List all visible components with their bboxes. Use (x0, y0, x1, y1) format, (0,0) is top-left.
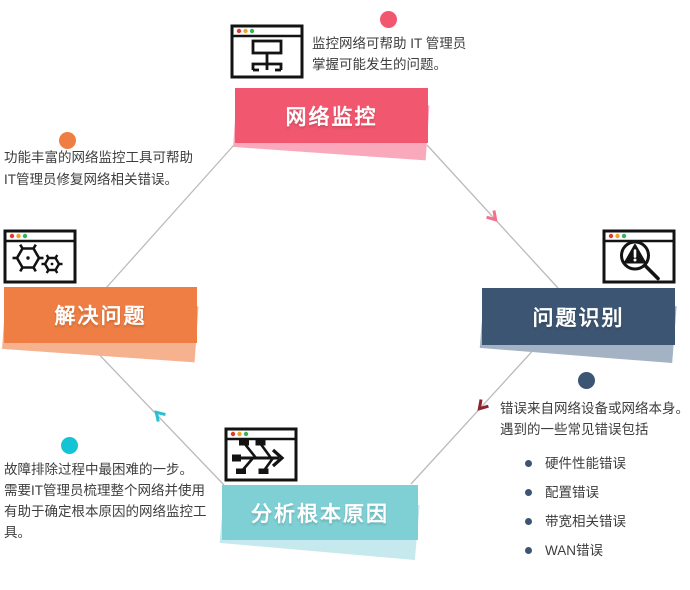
bullet-dot-icon (525, 518, 532, 525)
identification-description: 错误来自网络设备或网络本身。 遇到的一些常见错误包括 硬件性能错误 配置错误 带… (500, 398, 689, 565)
error-item-label: WAN错误 (545, 543, 603, 558)
error-item-label: 硬件性能错误 (545, 456, 626, 471)
analysis-banner-label: 分析根本原因 (251, 502, 389, 526)
resolution-description-line2: IT管理员修复网络相关错误。 (4, 172, 178, 187)
list-item: 带宽相关错误 (525, 507, 689, 536)
identification-accent-dot (578, 372, 595, 389)
monitoring-accent-dot (380, 11, 397, 28)
analysis-description-line2: 需要IT管理员梳理整个网络并使用 (4, 483, 205, 498)
connector-monitoring-to-identification (426, 144, 559, 289)
common-errors-list: 硬件性能错误 配置错误 带宽相关错误 WAN错误 (500, 449, 689, 565)
analysis-description: 故障排除过程中最困难的一步。 需要IT管理员梳理整个网络并使用 有助于确定根本原… (4, 459, 207, 543)
fishbone-browser-icon (224, 427, 298, 482)
warning-search-browser-icon (602, 229, 676, 284)
connector-identification-to-analysis (410, 345, 538, 485)
connector-resolution-to-monitoring (105, 144, 235, 289)
analysis-banner: 分析根本原因 (222, 485, 418, 540)
monitoring-description-line2: 掌握可能发生的问题。 (312, 57, 447, 72)
identification-description-line2: 遇到的一些常见错误包括 (500, 422, 649, 437)
resolution-accent-dot (59, 132, 76, 149)
analysis-accent-dot (61, 437, 78, 454)
bullet-dot-icon (525, 489, 532, 496)
network-map-browser-icon (230, 24, 304, 79)
monitoring-banner: 网络监控 (235, 88, 428, 143)
list-item: 配置错误 (525, 478, 689, 507)
error-item-label: 配置错误 (545, 485, 599, 500)
analysis-description-line3: 有助于确定根本原因的网络监控工 (4, 504, 207, 519)
arrowhead-to-identification (486, 210, 498, 222)
analysis-description-line4: 具。 (4, 525, 31, 540)
bullet-dot-icon (525, 460, 532, 467)
resolution-banner-label: 解决问题 (54, 305, 147, 328)
identification-banner-label: 问题识别 (532, 306, 625, 330)
arrowhead-to-resolution (154, 410, 166, 422)
monitoring-description: 监控网络可帮助 IT 管理员 掌握可能发生的问题。 (312, 33, 466, 75)
gears-browser-icon (3, 229, 77, 284)
list-item: WAN错误 (525, 536, 689, 565)
identification-description-line1: 错误来自网络设备或网络本身。 (500, 401, 689, 416)
arrowhead-to-analysis (477, 399, 489, 411)
error-item-label: 带宽相关错误 (545, 514, 626, 529)
monitoring-banner-label: 网络监控 (285, 105, 378, 129)
bullet-dot-icon (525, 547, 532, 554)
resolution-banner: 解决问题 (4, 287, 197, 343)
identification-banner: 问题识别 (482, 288, 675, 345)
resolution-description: 功能丰富的网络监控工具可帮助 IT管理员修复网络相关错误。 (4, 147, 193, 191)
monitoring-description-line1: 监控网络可帮助 IT 管理员 (312, 36, 467, 51)
analysis-description-line1: 故障排除过程中最困难的一步。 (4, 462, 193, 477)
resolution-description-line1: 功能丰富的网络监控工具可帮助 (4, 150, 193, 165)
list-item: 硬件性能错误 (525, 449, 689, 478)
